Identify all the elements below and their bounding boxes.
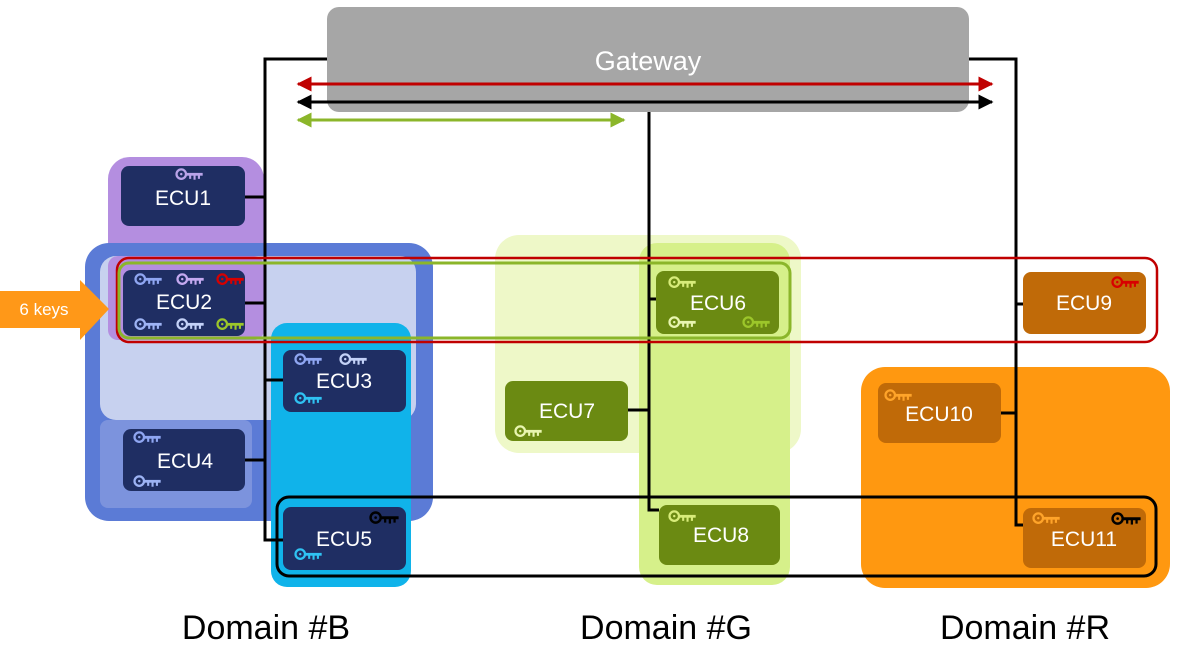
callout-label: 6 keys <box>19 300 68 319</box>
gateway-label: Gateway <box>595 46 702 76</box>
path-outline-red <box>115 256 1159 344</box>
bus-left <box>263 57 327 542</box>
ecu6-label: ECU6 <box>690 292 746 315</box>
ecu1-label: ECU1 <box>155 187 211 210</box>
domain-r-label: Domain #R <box>940 609 1110 647</box>
ecu8-box <box>659 505 780 565</box>
path-outline-green <box>117 261 792 340</box>
ecu2-label: ECU2 <box>156 291 212 314</box>
domain-b-label: Domain #B <box>182 609 350 647</box>
ecu10-label: ECU10 <box>905 403 973 426</box>
ecu7-box <box>505 381 628 441</box>
ecu5-label: ECU5 <box>316 528 372 551</box>
bus-middle <box>647 112 659 512</box>
ecu4-box <box>123 429 245 491</box>
ecu3-label: ECU3 <box>316 370 372 393</box>
bus-lines <box>245 57 1023 542</box>
callout-arrow <box>0 280 109 340</box>
ecu7-label: ECU7 <box>539 400 595 423</box>
ecu8-label: ECU8 <box>693 524 749 547</box>
domain-g-label: Domain #G <box>580 609 752 647</box>
ecu3-box <box>283 350 406 412</box>
ecu4-label: ECU4 <box>157 450 213 473</box>
bus-right <box>969 57 1023 527</box>
ecu11-label: ECU11 <box>1051 528 1117 551</box>
ecu1-box <box>121 166 245 226</box>
ecu9-label: ECU9 <box>1056 292 1112 315</box>
path-outline-black <box>275 495 1158 578</box>
ecu2-box <box>123 270 245 336</box>
